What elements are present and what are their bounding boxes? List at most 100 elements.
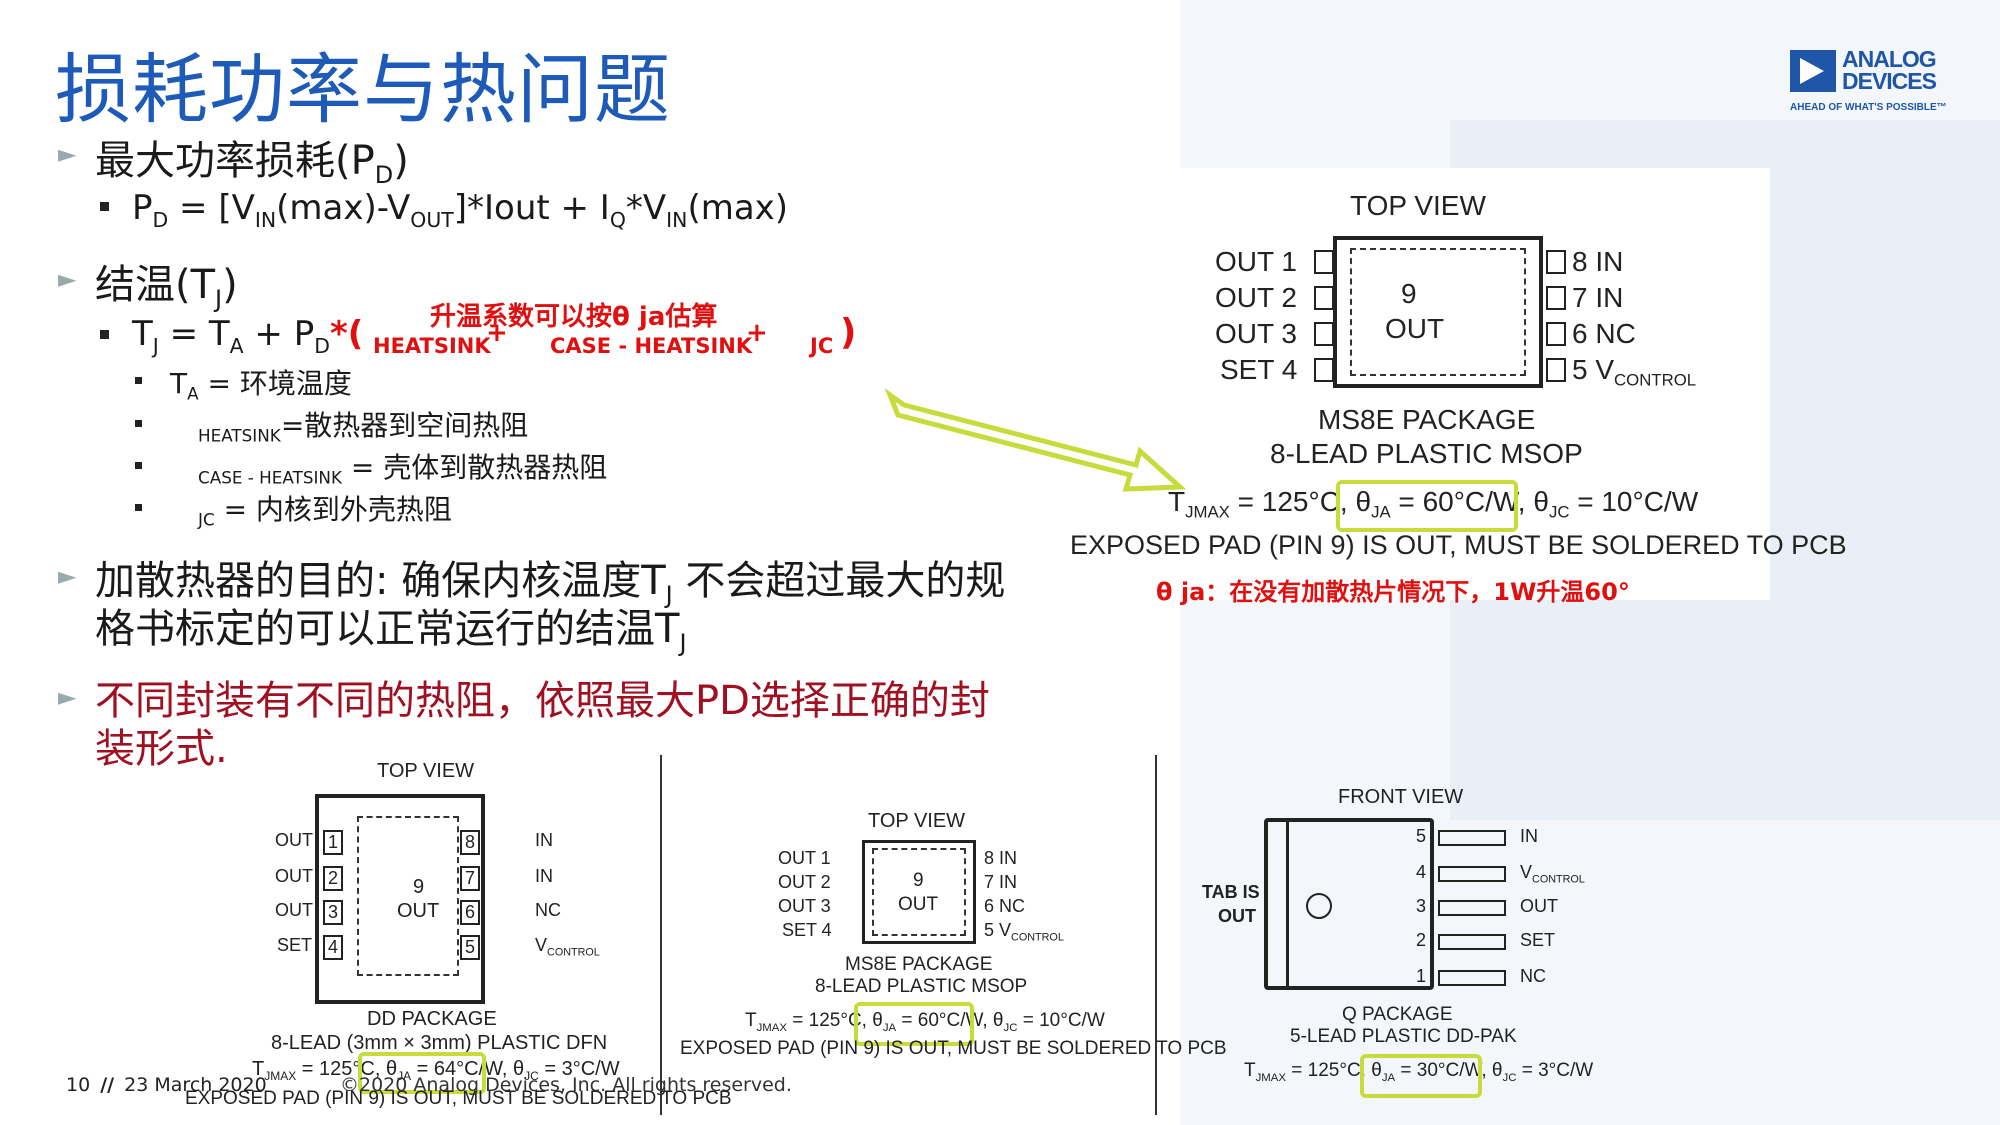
junction-formula: TJ = TA + PD*(: [132, 314, 364, 358]
front-view-label: FRONT VIEW: [1338, 786, 1464, 808]
pin-name: NC: [1520, 966, 1546, 986]
center-pin-name: OUT: [898, 894, 939, 915]
bullet-arrow-icon: ►: [58, 562, 77, 590]
exposed-pad-note: EXPOSED PAD (PIN 9) IS OUT, MUST BE SOLD…: [680, 1038, 1227, 1059]
right-pin-label: 8 IN: [1572, 246, 1624, 277]
theta-ja-highlight: [1336, 480, 1518, 532]
exposed-pad: [872, 848, 966, 936]
left-pin-label: OUT: [275, 866, 313, 886]
logo-tagline: AHEAD OF WHAT'S POSSIBLE™: [1790, 102, 1947, 113]
left-pin-label: OUT 2: [1215, 282, 1297, 313]
ta-definition: TA = 环境温度: [170, 367, 352, 404]
theta-ja-highlight: [1360, 1054, 1482, 1098]
bullet-arrow-icon: ►: [58, 683, 77, 711]
exposed-pad-note: EXPOSED PAD (PIN 9) IS OUT, MUST BE SOLD…: [1070, 530, 1847, 560]
pin-number: 7: [460, 866, 481, 891]
left-pin-label: OUT 1: [1215, 246, 1297, 277]
pin-stub: [1546, 250, 1566, 274]
dfn-package-panel: TOP VIEW 9 OUT OUT OUT OUT SET 1 2 3 4 8…: [175, 752, 732, 1112]
heatsink-definition: HEATSINK=散热器到空间热阻: [198, 409, 529, 446]
pin-lead: [1438, 830, 1506, 846]
pin-number: 4: [323, 935, 344, 960]
left-pin-label: OUT: [275, 900, 313, 920]
pin-number: 5: [1416, 826, 1427, 846]
bullet-max-power: 最大功率损耗(PD): [95, 138, 409, 189]
left-pin-label: SET: [277, 935, 313, 955]
msop-small-panel: TOP VIEW 9 OUT OUT 1 OUT 2 OUT 3 SET 4 8…: [670, 800, 1227, 1070]
chip-body: [1264, 818, 1434, 990]
center-pin-name: OUT: [397, 900, 440, 922]
center-pin-num: 9: [1401, 278, 1417, 309]
package-name: DD PACKAGE: [367, 1008, 497, 1030]
pin-number: 1: [1416, 966, 1427, 986]
pin-stub: [1314, 358, 1334, 382]
footer: 10 // 23 March 2020: [66, 1074, 267, 1096]
left-pin-label: OUT 1: [778, 848, 831, 868]
right-pin-label: 6 NC: [1572, 318, 1636, 349]
pin-name: IN: [1520, 826, 1538, 846]
right-pin-label: IN: [535, 830, 553, 850]
pin-lead: [1438, 934, 1506, 950]
exposed-pad-note: EXPOSED PAD (PIN 9) IS OUT, MUST BE SOLD…: [185, 1088, 732, 1109]
theta-ja-highlight: [358, 1052, 486, 1094]
pin-stub: [1314, 286, 1334, 310]
exposed-pad: [357, 816, 459, 976]
pin-lead: [1438, 970, 1506, 986]
heatsink-term: HEATSINK: [373, 334, 491, 358]
bullet-square-icon: [100, 330, 109, 339]
right-pin-label: 7 IN: [1572, 282, 1624, 313]
package-name: Q PACKAGE: [1342, 1004, 1453, 1025]
package-choice-line1: 不同封装有不同的热阻，依照最大PD选择正确的封: [95, 678, 990, 724]
pin-lead: [1438, 866, 1506, 882]
center-pin-num: 9: [413, 876, 425, 898]
left-pin-label: OUT: [275, 830, 313, 850]
chip-body: [315, 794, 485, 1004]
theta-ja-highlight: [854, 1002, 974, 1046]
pin-number: 3: [1416, 896, 1427, 916]
top-view-label: TOP VIEW: [1350, 190, 1486, 221]
bullet-square-icon: [135, 377, 142, 384]
left-pin-label: OUT 2: [778, 872, 831, 892]
pin-stub: [1314, 250, 1334, 274]
pin-name: VCONTROL: [1520, 862, 1585, 886]
copyright: ©2020 Analog Devices, Inc. All rights re…: [340, 1074, 792, 1096]
left-pin-label: SET 4: [1220, 354, 1298, 385]
tab-edge: [1264, 818, 1289, 990]
right-pin-label: 5 VCONTROL: [1572, 354, 1697, 390]
plus-sign: +: [746, 318, 768, 348]
tab-label: TAB IS: [1202, 882, 1260, 902]
footer-date: 23 March 2020: [124, 1074, 267, 1096]
bullet-square-icon: [135, 504, 142, 511]
pin-name: SET: [1520, 930, 1556, 950]
pin-number: 3: [323, 900, 344, 925]
chip-body: [1333, 236, 1543, 388]
footer-separator: //: [100, 1074, 115, 1096]
right-pin-label: VCONTROL: [535, 935, 600, 959]
pin-number: 2: [1416, 930, 1427, 950]
package-lead: 8-LEAD (3mm × 3mm) PLASTIC DFN: [271, 1032, 608, 1054]
package-lead: 8-LEAD PLASTIC MSOP: [1270, 438, 1583, 469]
right-pin-label: 6 NC: [984, 896, 1026, 916]
bullet-arrow-icon: ►: [58, 265, 77, 293]
plus-sign: +: [486, 318, 508, 348]
right-pin-label: 5 VCONTROL: [984, 920, 1064, 944]
pin-stub: [1546, 322, 1566, 346]
pin-number: 5: [460, 935, 481, 960]
pin-name: OUT: [1520, 896, 1558, 916]
left-pin-label: SET 4: [782, 920, 832, 940]
jc-definition: JC = 内核到外壳热阻: [198, 493, 452, 530]
bullet-arrow-icon: ►: [58, 140, 77, 168]
pin-stub: [1546, 286, 1566, 310]
page-number: 10: [66, 1074, 91, 1096]
thermal-spec: TJMAX = 125°C, θJA = 30°C/W, θJC = 3°C/W: [1244, 1060, 1594, 1084]
theta-ja-explanation: θ ja：在没有加散热片情况下，1W升温60°: [1156, 578, 1630, 606]
package-lead: 5-LEAD PLASTIC DD-PAK: [1290, 1026, 1517, 1047]
package-name: MS8E PACKAGE: [845, 954, 993, 975]
tab-label: OUT: [1218, 906, 1256, 926]
pin-number: 2: [323, 866, 344, 891]
thermal-spec: TJMAX = 125°C, θJA = 60°C/W, θJC = 10°C/…: [1168, 486, 1699, 522]
package-lead: 8-LEAD PLASTIC MSOP: [815, 976, 1028, 997]
thermal-spec: TJMAX = 125°C, θJA = 64°C/W, θJC = 3°C/W: [252, 1058, 620, 1083]
